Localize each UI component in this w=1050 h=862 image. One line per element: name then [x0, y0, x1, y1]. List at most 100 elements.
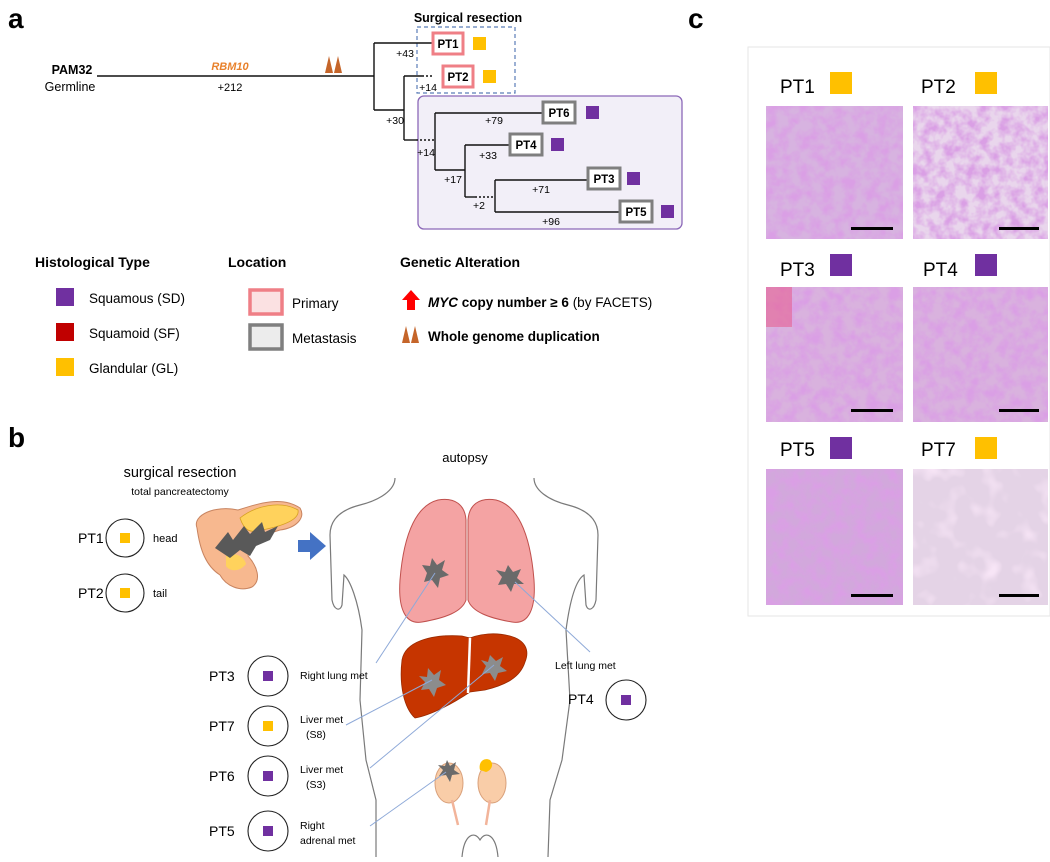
sample-site: tail: [153, 588, 167, 600]
sample-site: Right: [300, 820, 325, 832]
arrow-right-icon: [298, 532, 326, 560]
histotype-swatch: [975, 254, 997, 276]
liver: [400, 633, 528, 719]
surgical-subtitle: total pancreatectomy: [131, 486, 229, 498]
pancreas-illustration: [195, 501, 303, 590]
histotype-swatch: [830, 72, 852, 94]
sample-id: PT1: [78, 530, 104, 546]
surgical-resection-title: Surgical resection: [414, 11, 522, 25]
branch-labels: +43 +14 +30 +14 +79 +33 +17 +71 +2 +96: [386, 48, 560, 228]
legend-item-myc: MYC copy number ≥ 6 (by FACETS): [428, 295, 652, 310]
connector-lines: [345, 572, 591, 827]
sample-site: Liver met: [300, 764, 343, 776]
histotype-swatch: [830, 254, 852, 276]
histotype-swatch: [551, 138, 564, 151]
branch-label: +30: [386, 115, 404, 127]
legend-swatch: [248, 323, 284, 351]
surgical-title: surgical resection: [124, 465, 237, 481]
tile-label: PT5: [780, 440, 815, 461]
lung-tumor: [496, 565, 524, 592]
phylogenetic-tree: [97, 42, 620, 213]
sample-site: (S8): [306, 729, 326, 741]
sample-site: Liver met: [300, 714, 343, 726]
sample-id: PT6: [209, 768, 235, 784]
legend-location: Location Primary Metastasis: [228, 254, 357, 351]
histology-image: [766, 287, 903, 422]
histotype-swatch: [830, 437, 852, 459]
histotype-swatch: [263, 721, 273, 731]
wgd-marker-icon: [325, 56, 342, 73]
legend-title: Genetic Alteration: [400, 254, 520, 270]
liver-tumor: [419, 668, 446, 697]
branch-label: +96: [542, 216, 560, 228]
legend-item: Squamous (SD): [89, 291, 185, 306]
panel-b-label: b: [8, 422, 25, 453]
svg-text:PT6: PT6: [548, 108, 569, 120]
leaf-node-pt2: PT2: [441, 64, 496, 89]
histotype-swatch: [975, 437, 997, 459]
leaf-node-pt6: PT6: [541, 100, 599, 125]
legend-genetic: Genetic Alteration MYC copy number ≥ 6 (…: [400, 254, 652, 344]
histotype-swatch: [627, 172, 640, 185]
tile-label: PT1: [780, 77, 815, 98]
sample-site: Left lung met: [555, 660, 616, 672]
tile-label: PT3: [780, 260, 815, 281]
red-arrow-icon: [402, 290, 420, 310]
trunk-mutation-count: +212: [218, 82, 243, 94]
tumor-shape: [215, 522, 278, 558]
leaf-node-pt4: PT4: [508, 132, 564, 157]
legend-swatch: [248, 288, 284, 316]
sample-id: PT7: [209, 718, 235, 734]
branch-label: +14: [417, 147, 435, 159]
histotype-swatch: [263, 671, 273, 681]
legend-histological: Histological Type Squamous (SD) Squamoid…: [35, 254, 185, 376]
kidneys-illustration: [434, 759, 507, 826]
histology-image: [766, 106, 903, 239]
branch-label: +71: [532, 184, 550, 196]
legend-title: Location: [228, 254, 286, 270]
histology-image: [913, 106, 1048, 239]
germline-label: Germline: [45, 80, 96, 94]
tile-label: PT4: [923, 260, 958, 281]
histology-image: [913, 469, 1048, 605]
branch-label: +79: [485, 115, 503, 127]
histology-panel-border: [747, 46, 1050, 617]
legend-title: Histological Type: [35, 254, 150, 270]
trunk-gene-label: RBM10: [211, 61, 249, 73]
legend-swatch: [56, 288, 74, 306]
leaf-node-pt1: PT1: [431, 31, 486, 56]
legend-item: Squamoid (SF): [89, 326, 180, 341]
sample-site: (S3): [306, 779, 326, 791]
svg-text:PT3: PT3: [593, 174, 614, 186]
legend-item: Primary: [292, 296, 339, 311]
sample-site: adrenal met: [300, 835, 356, 847]
leaf-nodes: PT1 PT2 PT6 PT4 PT3 PT5: [431, 31, 674, 224]
svg-text:PT1: PT1: [437, 39, 459, 51]
branch-label: +2: [473, 200, 485, 212]
legend-item: Whole genome duplication: [428, 329, 600, 344]
histotype-swatch: [263, 771, 273, 781]
tile-label: PT7: [921, 440, 956, 461]
histology-image: [766, 469, 903, 605]
branch-label: +33: [479, 150, 497, 162]
legend-item: Metastasis: [292, 331, 357, 346]
histotype-swatch: [263, 826, 273, 836]
wgd-legend-icon: [402, 326, 419, 343]
legend-item: Glandular (GL): [89, 361, 178, 376]
sample-id: PT3: [209, 668, 235, 684]
body-outline: [329, 477, 599, 858]
histotype-swatch: [661, 205, 674, 218]
panel-c-label: c: [688, 3, 704, 34]
lung-tumor: [422, 558, 449, 588]
histotype-swatch: [473, 37, 486, 50]
metastasis-group-box: [417, 95, 683, 230]
histotype-swatch: [975, 72, 997, 94]
autopsy-title: autopsy: [442, 450, 488, 465]
tile-label: PT2: [921, 77, 956, 98]
histology-image: [913, 287, 1048, 422]
branch-label: +14: [419, 82, 437, 94]
sample-site: head: [153, 533, 177, 545]
panel-a-label: a: [8, 3, 24, 34]
histotype-swatch: [120, 588, 130, 598]
sample-site: Right lung met: [300, 670, 368, 682]
